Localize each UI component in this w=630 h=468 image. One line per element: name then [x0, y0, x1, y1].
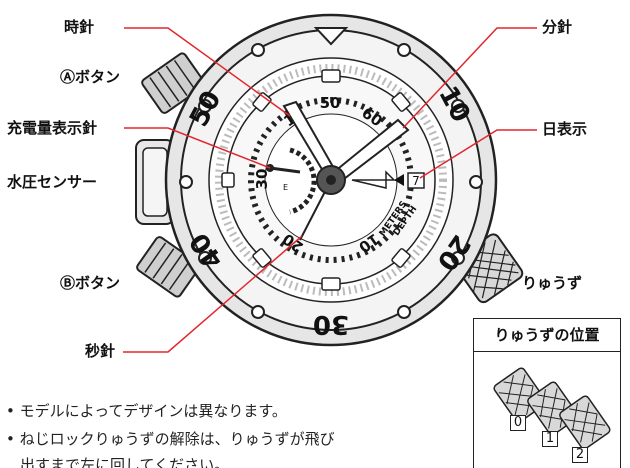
- crown-position-illustration: [493, 367, 611, 450]
- crown-label: りゅうず: [522, 274, 583, 292]
- date-window: [407, 172, 425, 189]
- date-label: 日表示: [542, 120, 588, 138]
- charge-indicator-label: 充電量表示針: [7, 119, 98, 137]
- date-pointer: [394, 174, 404, 186]
- button-a-label: Ⓐボタン: [60, 68, 121, 86]
- pressure-sensor-label: 水圧センサー: [7, 173, 98, 191]
- note-line: • モデルによってデザインは異なります。: [6, 402, 287, 420]
- center-arrow: [351, 170, 396, 189]
- hour-hand-label: 時針: [64, 18, 95, 36]
- crown-position-box: りゅうずの位置 0 1 2: [473, 318, 621, 468]
- date-value: 7: [412, 174, 420, 188]
- charge-scale: [289, 147, 317, 215]
- charge-hand: [269, 166, 301, 174]
- minute-track: [215, 64, 447, 296]
- pressure-sensor: [135, 139, 175, 225]
- crown-position-1: 1: [542, 431, 558, 447]
- button-b-label: Ⓑボタン: [60, 274, 121, 292]
- button-b: [136, 236, 201, 298]
- crown-position-2: 2: [572, 447, 588, 463]
- charge-e-mark: E: [283, 183, 288, 192]
- note-line: • ねじロックりゅうずの解除は、りゅうずが飛び: [6, 430, 335, 448]
- hour-indexes: [221, 69, 411, 291]
- crown-position-title: りゅうずの位置: [474, 319, 620, 352]
- bezel-dots: [179, 43, 483, 319]
- note-line: 出すまで左に回してください。: [20, 456, 230, 468]
- bezel-marker: [313, 27, 349, 46]
- crown-position-0: 0: [510, 415, 526, 431]
- button-a: [141, 52, 206, 114]
- dial-numeral: 30: [253, 169, 271, 190]
- dial-numeral: 50: [320, 94, 341, 112]
- bezel-numeral: 30: [313, 309, 349, 339]
- minute-hand-label: 分針: [542, 18, 573, 36]
- hands: [282, 100, 410, 241]
- second-hand-label: 秒針: [85, 342, 116, 360]
- leader-lines: [123, 27, 537, 353]
